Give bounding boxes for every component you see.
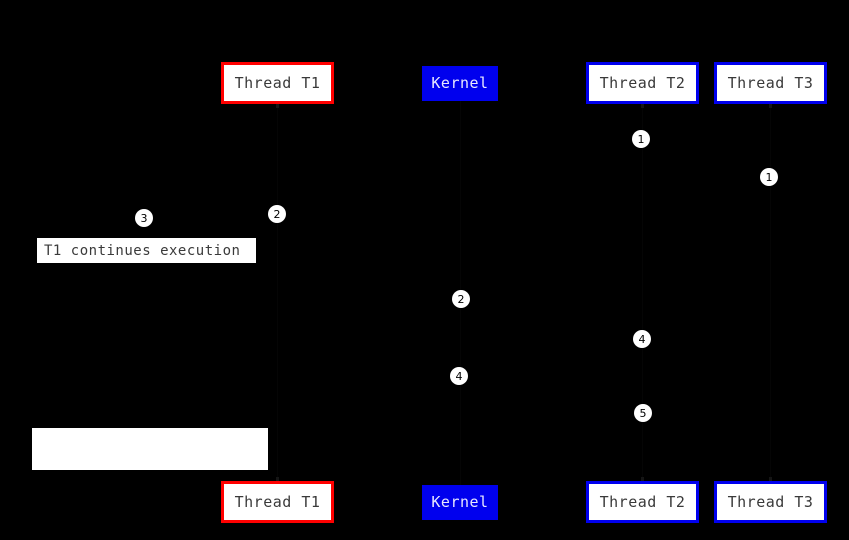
lifeline-thread-t2 [642,104,643,481]
lifeline-thread-t1 [277,104,278,481]
step-marker-label: 4 [455,369,463,383]
lifeline-stub-t2 [641,104,644,108]
step-marker-4-kernel: 4 [450,367,468,385]
note-t1-continues-execution: T1 continues execution [36,237,257,264]
step-marker-3-thread-t1: 3 [135,209,153,227]
lifeline-stub-t3 [769,104,772,108]
participant-thread-t3-bottom[interactable]: Thread T3 [714,481,827,523]
step-marker-label: 5 [639,406,647,420]
step-marker-label: 1 [637,132,645,146]
step-marker-1-thread-t3: 1 [760,168,778,186]
participant-label: Kernel [431,74,489,92]
step-marker-5-thread-t2: 5 [634,404,652,422]
participant-label: Thread T1 [234,73,321,92]
participant-label: Thread T2 [599,492,686,511]
step-marker-label: 2 [273,207,281,221]
participant-label: Thread T1 [234,492,321,511]
step-marker-label: 2 [457,292,465,306]
step-marker-label: 1 [765,170,773,184]
participant-label: Thread T3 [727,492,814,511]
participant-kernel-bottom[interactable]: Kernel [422,485,498,520]
participant-label: Thread T2 [599,73,686,92]
note-text: T1 continues execution [44,242,241,259]
participant-label: Kernel [431,493,489,511]
participant-thread-t2-top[interactable]: Thread T2 [586,62,699,104]
step-marker-4-thread-t2: 4 [633,330,651,348]
participant-thread-t1-bottom[interactable]: Thread T1 [221,481,334,523]
participant-thread-t1-top[interactable]: Thread T1 [221,62,334,104]
step-marker-label: 3 [140,211,148,225]
participant-kernel-top[interactable]: Kernel [422,66,498,101]
participant-thread-t2-bottom[interactable]: Thread T2 [586,481,699,523]
lifeline-stub-t3-bottom [769,477,772,481]
step-marker-2-thread-t1: 2 [268,205,286,223]
participant-label: Thread T3 [727,73,814,92]
participant-thread-t3-top[interactable]: Thread T3 [714,62,827,104]
step-marker-2-kernel: 2 [452,290,470,308]
lifeline-thread-t3 [770,104,771,481]
lifeline-stub-t1-bottom [276,477,279,481]
lifeline-stub-t1 [276,104,279,108]
blank-note-box [32,428,268,470]
step-marker-1-thread-t2: 1 [632,130,650,148]
lifeline-stub-t2-bottom [641,477,644,481]
step-marker-label: 4 [638,332,646,346]
